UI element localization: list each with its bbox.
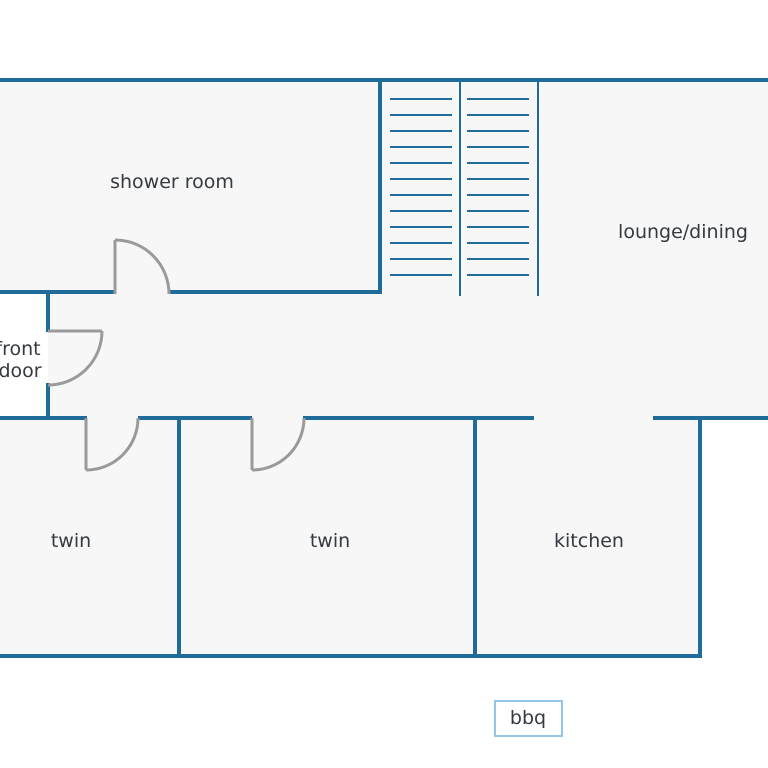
label-kitchen: kitchen xyxy=(554,530,624,552)
label-twin-left: twin xyxy=(51,530,91,552)
stair-treads-right xyxy=(467,98,529,276)
door-swing xyxy=(85,417,140,472)
shower-room-floor xyxy=(0,80,380,292)
bbq-box xyxy=(494,700,563,737)
staircase xyxy=(390,80,539,296)
doors xyxy=(47,238,306,472)
twin-middle-door xyxy=(250,417,306,472)
label-front-door-line2: door xyxy=(0,360,42,382)
shower-room-door xyxy=(113,238,171,295)
hallway-floor xyxy=(48,292,538,418)
walls xyxy=(0,78,768,658)
label-twin-middle: twin xyxy=(310,530,350,552)
bbq-area: bbq xyxy=(494,700,563,737)
door-swing xyxy=(114,238,171,295)
lounge-dining-floor xyxy=(538,80,768,418)
floor-areas xyxy=(0,80,768,656)
twin-middle-floor xyxy=(179,418,475,656)
front-door xyxy=(47,329,104,387)
label-bbq: bbq xyxy=(510,707,546,729)
door-swing xyxy=(251,417,306,472)
label-shower-room: shower room xyxy=(110,171,234,193)
label-front-door-line1: front xyxy=(0,338,41,360)
kitchen-floor xyxy=(475,418,700,656)
twin-left-floor xyxy=(0,418,179,656)
label-lounge-dining: lounge/dining xyxy=(618,221,748,243)
stair-treads-left xyxy=(390,98,452,276)
door-swing xyxy=(47,330,104,387)
twin-left-door xyxy=(84,417,140,472)
